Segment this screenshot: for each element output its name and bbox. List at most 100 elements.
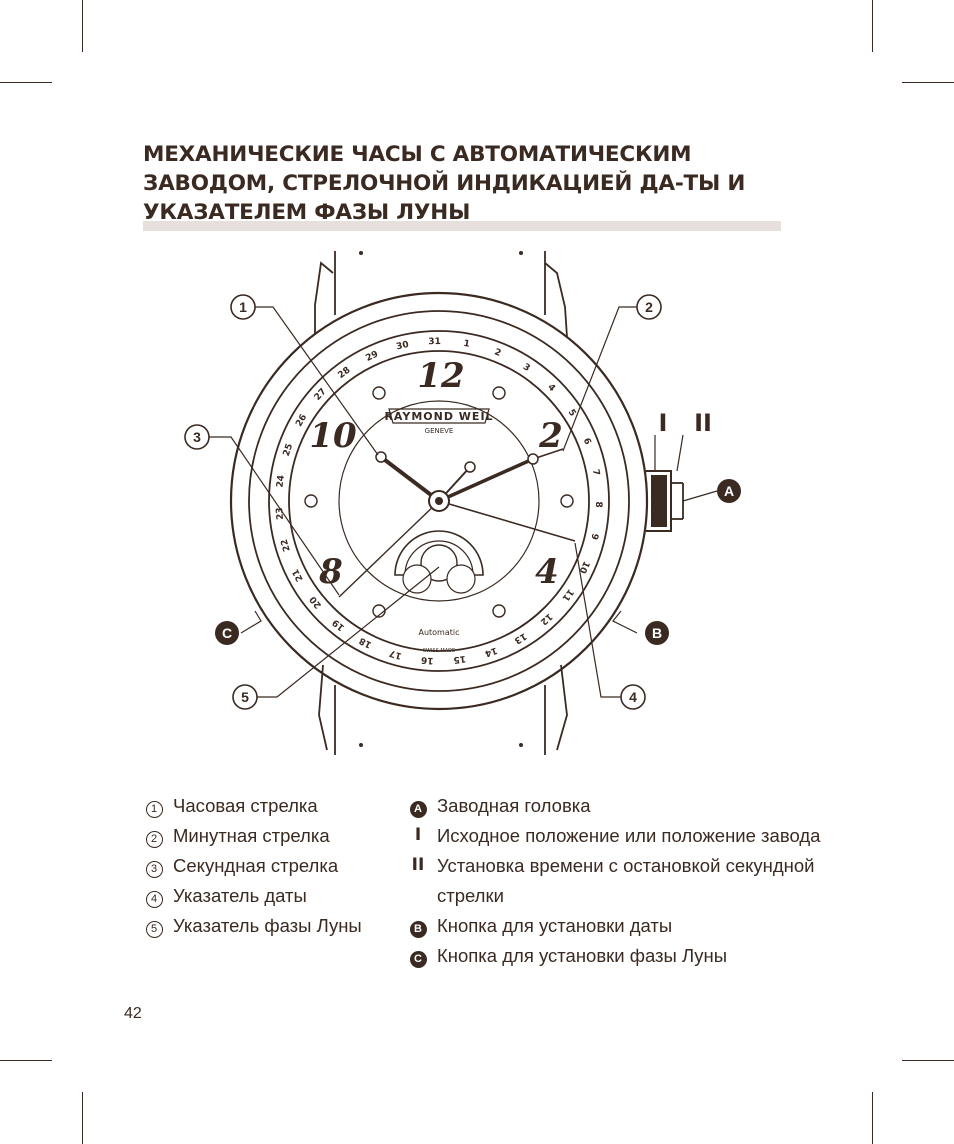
crop-mark-bottom-left-h [0,1060,52,1061]
legend-text: Указатель даты [173,885,307,906]
legend-mark: I [414,825,422,845]
leader-b [612,610,638,634]
date-number: 26 [294,413,309,429]
date-number: 12 [538,611,554,627]
legend-mark: 4 [145,891,163,908]
callout-2: 2 [645,299,653,315]
date-number: 4 [545,382,556,394]
date-number: 15 [453,653,467,665]
legend-text: Секундная стрелка [173,855,339,876]
date-number: 6 [581,437,593,447]
lug-top-left [314,261,334,335]
swiss-label: SWISS MADE [423,648,455,654]
numeral-8: 8 [318,552,343,592]
date-number: 1 [463,339,471,350]
lug-bottom-left [318,664,328,751]
legend-mark: 1 [145,801,163,818]
title-line-1: МЕХАНИЧЕСКИЕ ЧАСЫ С АВТОМАТИЧЕСКИМ [143,142,692,167]
brand-name: RAYMOND WEIL [384,410,493,423]
legend-mark: 3 [145,861,163,878]
numeral-12: 12 [417,356,464,396]
date-number: 7 [590,469,601,477]
legend-text: Минутная стрелка [173,825,330,846]
legend-text: Кнопка для установки фазы Луны [437,945,728,966]
date-number: 21 [291,567,306,583]
callout-4: 4 [629,689,637,705]
legend-text: Часовая стрелка [173,795,318,816]
position-i: I [659,409,668,437]
legend-mark: 5 [145,921,163,938]
date-ring-inner [288,350,590,652]
callout-c: C [222,625,232,641]
legend-text: Кнопка для установки даты [437,915,673,936]
legend-mark: A [409,801,427,818]
crop-mark-top-left-v [82,0,83,52]
legend-text: Заводная головка [437,795,591,816]
date-number: 31 [428,337,441,347]
date-number: 30 [395,340,409,353]
date-number: 5 [566,408,578,419]
crop-mark-top-right-h [902,82,954,83]
callout-3: 3 [193,429,201,445]
case-outer [229,291,649,711]
legend-mark: II [411,855,425,875]
legend-mark: 2 [145,831,163,848]
crop-mark-top-right-v [872,0,873,52]
date-number: 13 [512,630,528,645]
position-ii: II [694,409,712,437]
legend-text: Исходное положение или положение завода [437,825,821,846]
date-number: 17 [388,647,403,660]
second-hand [338,500,440,598]
legend-left: 1 Часовая стрелка 2 Минутная стрелка 3 С… [143,795,383,945]
date-number: 24 [275,474,286,488]
date-number: 25 [282,442,295,457]
bezel [248,310,630,692]
crop-mark-bottom-left-v [82,1092,83,1144]
date-number: 14 [483,645,498,659]
lug-bottom-right [556,664,568,751]
date-hand [438,500,576,542]
crop-mark-bottom-right-h [902,1060,954,1061]
callout-1: 1 [239,299,247,315]
lug-top-right [544,262,568,338]
hour-hand [379,455,441,503]
leader-c [240,610,262,634]
legend-mark: C [409,951,427,968]
legend-right: A Заводная головка I Исходное положение … [407,795,820,975]
page-title: МЕХАНИЧЕСКИЕ ЧАСЫ С АВТОМАТИЧЕСКИМ ЗАВОД… [143,140,783,227]
date-number: 19 [331,617,347,633]
date-number: 9 [588,532,599,540]
crop-mark-bottom-right-v [872,1092,873,1144]
leader-5 [257,566,440,698]
title-line-2: ЗАВОДОМ, СТРЕЛОЧНОЙ ИНДИКАЦИЕЙ ДА-ТЫ И [143,171,746,196]
date-number: 20 [308,594,324,610]
moon-window [394,530,484,576]
leader-2 [562,306,637,452]
legend-text: Установка времени с остановкой секундной [437,855,815,876]
leader-3 [209,436,340,596]
dial-inner [338,400,540,602]
brand-sub: GENEVE [425,427,454,435]
date-number: 28 [336,365,352,380]
date-number: 8 [593,501,603,507]
callout-b: B [652,625,662,641]
leader-a [682,490,718,502]
date-number: 18 [358,635,374,650]
date-number: 3 [521,362,532,374]
title-underline-bar [143,221,781,231]
callout-a: A [724,483,734,499]
date-number: 23 [275,507,286,520]
moon-label: Automatic [418,628,459,637]
minute-hand [438,457,534,503]
crown [646,470,672,532]
leader-4 [574,542,621,698]
page-number: 42 [124,1005,142,1022]
watch-diagram: RAYMOND WEIL GENEVE Automatic SWISS MADE… [184,251,741,755]
date-number: 27 [313,387,329,403]
crown-grip [651,475,667,527]
date-number: 16 [421,654,434,665]
leader-pos2 [676,434,684,472]
date-ring-outer [268,330,610,672]
legend-mark: B [409,921,427,938]
callout-5: 5 [241,689,249,705]
